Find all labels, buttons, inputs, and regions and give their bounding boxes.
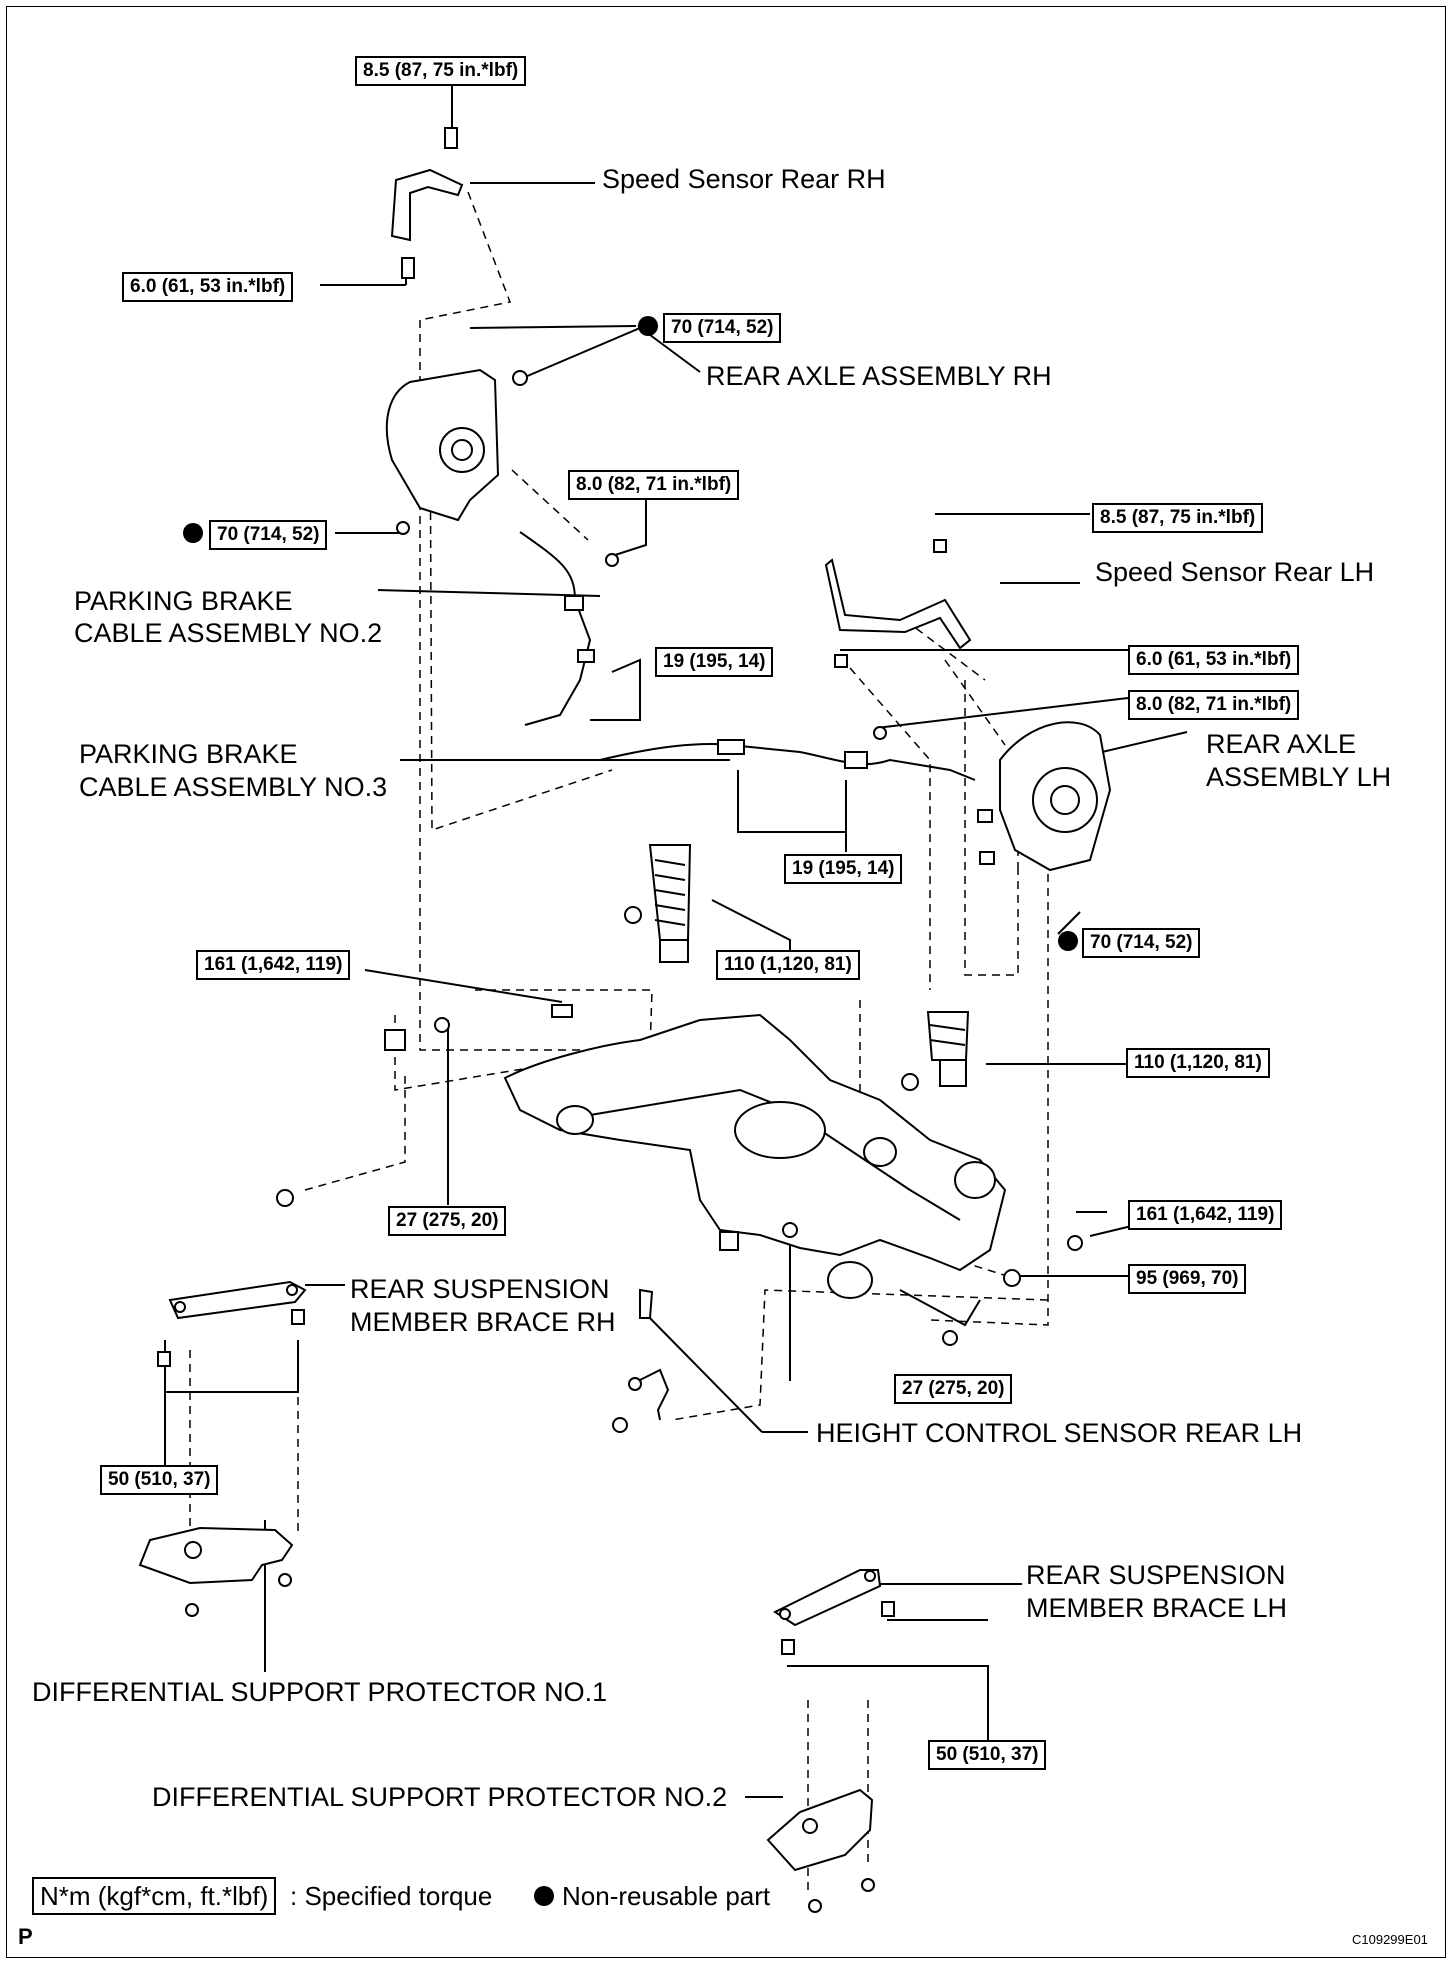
label-speed-sensor-rh: Speed Sensor Rear RH [602,164,886,194]
page-mark: P [18,1924,33,1949]
label-parking-cable-3-line2: CABLE ASSEMBLY NO.3 [79,772,388,802]
label-brace-lh-line1: REAR SUSPENSION [1026,1560,1286,1590]
legend-unit-description: : Specified torque [290,1881,493,1911]
torque-parking-cable-2-bolts: 19 (195, 14) [655,647,774,677]
label-height-control-sensor: HEIGHT CONTROL SENSOR REAR LH [816,1418,1303,1448]
legend-nonreusable-dot-icon [534,1886,554,1906]
label-parking-cable-2-line1: PARKING BRAKE [74,586,293,616]
torque-brace-rh-bolts: 50 (510, 37) [100,1465,219,1495]
label-brace-rh-line1: REAR SUSPENSION [350,1274,610,1304]
nonreusable-dot [638,316,658,336]
torque-axle-lh-nut: 70 (714, 52) [1082,928,1201,958]
torque-brace-lh-bolts: 50 (510, 37) [928,1740,1047,1770]
label-parking-cable-2-line2: CABLE ASSEMBLY NO.2 [74,618,383,648]
nonreusable-dot [183,523,203,543]
torque-lower-arm-lh: 95 (969, 70) [1128,1264,1247,1294]
torque-link-lh: 27 (275, 20) [894,1374,1013,1404]
torque-speed-sensor-rh-lower: 6.0 (61, 53 in.*lbf) [122,272,294,302]
torque-axle-rh-nut-upper: 70 (714, 52) [663,313,782,343]
label-diff-protector-2: DIFFERENTIAL SUPPORT PROTECTOR NO.2 [152,1782,728,1812]
torque-speed-sensor-rh-upper: 8.5 (87, 75 in.*lbf) [355,56,527,86]
torque-speed-sensor-lh-upper: 8.5 (87, 75 in.*lbf) [1092,503,1264,533]
label-brace-rh-line2: MEMBER BRACE RH [350,1307,616,1337]
torque-shock-rh-bolt: 110 (1,120, 81) [716,950,860,980]
torque-link-rh: 27 (275, 20) [388,1206,507,1236]
legend-nonreusable-text: Non-reusable part [562,1881,771,1911]
torque-axle-rh-nut-lower: 70 (714, 52) [209,520,328,550]
label-speed-sensor-lh: Speed Sensor Rear LH [1095,557,1375,587]
label-rear-axle-lh-line2: ASSEMBLY LH [1206,762,1392,792]
diagram-frame [6,6,1446,1958]
torque-parking-cable-3-bolts: 19 (195, 14) [784,854,903,884]
torque-axle-lh-bracket: 8.0 (82, 71 in.*lbf) [1128,690,1300,720]
label-rear-axle-lh-line1: REAR AXLE [1206,729,1357,759]
torque-member-bolt-lh: 161 (1,642, 119) [1128,1200,1283,1230]
torque-axle-rh-bracket: 8.0 (82, 71 in.*lbf) [568,470,740,500]
legend-unit-box: N*m (kgf*cm, ft.*lbf) [32,1877,277,1915]
figure-code: C109299E01 [1352,1932,1428,1947]
torque-speed-sensor-lh-lower: 6.0 (61, 53 in.*lbf) [1128,645,1300,675]
label-rear-axle-rh: REAR AXLE ASSEMBLY RH [706,361,1052,391]
label-brace-lh-line2: MEMBER BRACE LH [1026,1593,1288,1623]
torque-member-bolt-rh: 161 (1,642, 119) [196,950,351,980]
label-diff-protector-1: DIFFERENTIAL SUPPORT PROTECTOR NO.1 [32,1677,608,1707]
label-parking-cable-3-line1: PARKING BRAKE [79,739,298,769]
torque-shock-lh-bolt: 110 (1,120, 81) [1126,1048,1270,1078]
nonreusable-dot [1058,931,1078,951]
